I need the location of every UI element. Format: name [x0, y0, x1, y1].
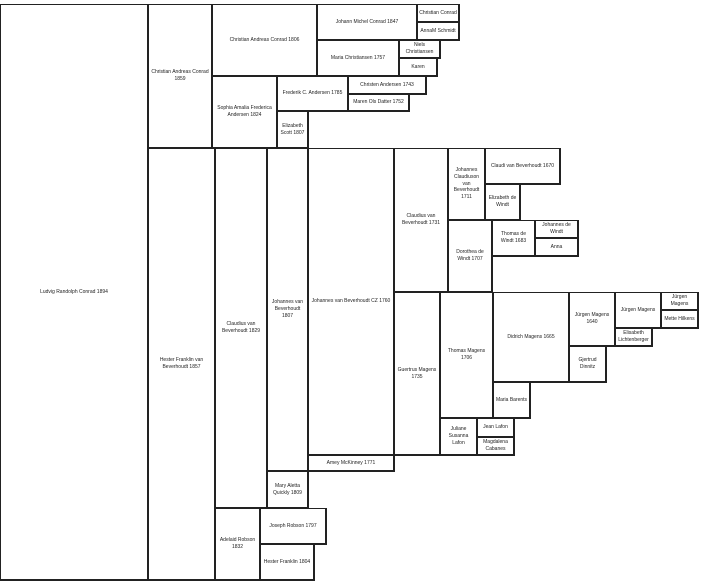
person-christian-1859[interactable]: Christian Andreas Conrad 1859 — [148, 4, 213, 149]
person-claudi-1670[interactable]: Claudi van Beverhoudt 1670 — [485, 148, 561, 185]
person-elizabeth-windt[interactable]: Elizabeth de Windt — [485, 184, 521, 221]
person-maria-barents[interactable]: Maria Barents — [493, 382, 531, 419]
person-johannes-1807[interactable]: Johannes van Beverhoudt 1807 — [267, 148, 309, 472]
person-juliane[interactable]: Juliane Susanna Lafon — [440, 418, 478, 456]
person-johannes-cz[interactable]: Johannes van Beverhoudt CZ 1760 — [308, 148, 395, 456]
person-dorothea[interactable]: Dorothea de Windt 1707 — [448, 220, 493, 293]
person-gjertrud[interactable]: Gjertrud Dinnitz — [569, 346, 607, 383]
person-jurgen-1640[interactable]: Jürgen Magens 1640 — [569, 292, 616, 347]
person-frederik[interactable]: Frederik C. Andersen 1785 — [277, 76, 349, 112]
person-hester-1857[interactable]: Hester Franklin van Beverhoudt 1857 — [148, 148, 216, 581]
person-amey[interactable]: Amey McKinney 1771 — [308, 455, 395, 472]
person-didrich[interactable]: Didrich Magens 1665 — [493, 292, 570, 383]
person-karen[interactable]: Karen — [399, 58, 438, 77]
person-mary-aletta[interactable]: Mary Aletta Quickly 1809 — [267, 471, 309, 509]
person-johannes-1711[interactable]: Johannes Claudiuson van Beverhoudt 1711 — [448, 148, 486, 221]
person-claudius-1731[interactable]: Claudius van Beverhoudt 1731 — [394, 148, 449, 293]
person-jean-lafon[interactable]: Jean Lafon — [477, 418, 515, 438]
person-thomas-windt[interactable]: Thomas de Windt 1683 — [492, 220, 536, 257]
person-jurgen-2[interactable]: Jürgen Magens — [615, 292, 662, 329]
person-anna[interactable]: Anna — [535, 238, 579, 257]
person-magdalena[interactable]: Magdalena Cabanes — [477, 437, 515, 456]
person-elizabeth-scott[interactable]: Elizabeth Scott 1807 — [277, 111, 309, 149]
person-niels[interactable]: Niels Christiansen — [399, 40, 441, 59]
person-claudius-1829[interactable]: Claudius van Beverhoudt 1829 — [215, 148, 268, 509]
person-hester-franklin[interactable]: Hester Franklin 1804 — [260, 544, 315, 581]
person-maren[interactable]: Maren Ols Datter 1752 — [348, 94, 410, 112]
person-maria-christiansen[interactable]: Maria Christiansen 1757 — [317, 40, 400, 77]
person-joseph-robson[interactable]: Joseph Robson 1797 — [260, 508, 327, 545]
person-sophia-1824[interactable]: Sophia Amalia Frederica Andersen 1824 — [212, 76, 278, 149]
person-johannes-windt[interactable]: Johannes de Windt — [535, 220, 579, 239]
person-adelaid[interactable]: Adelaid Robson 1832 — [215, 508, 261, 581]
person-christian-conrad[interactable]: Christian Conrad — [417, 4, 460, 23]
person-christen[interactable]: Christen Andersen 1743 — [348, 76, 427, 95]
person-mette[interactable]: Mette Hilkens — [661, 310, 699, 329]
person-ludvig[interactable]: Ludvig Randolph Conrad 1894 — [0, 4, 149, 581]
person-elisabeth-lichtenberger[interactable]: Elisabeth Lichtenberger — [615, 328, 653, 347]
person-johann-1847[interactable]: Johann Michel Conrad 1847 — [317, 4, 418, 41]
person-thomas-magens[interactable]: Thomas Magens 1706 — [440, 292, 494, 419]
person-guertrus[interactable]: Guertrus Magens 1735 — [394, 292, 441, 456]
person-jurgen-3[interactable]: Jürgen Magens — [661, 292, 699, 311]
person-christian-1806[interactable]: Christian Andreas Conrad 1806 — [212, 4, 318, 77]
person-anna-schmidt[interactable]: AnnaM Schmidt — [417, 22, 460, 41]
